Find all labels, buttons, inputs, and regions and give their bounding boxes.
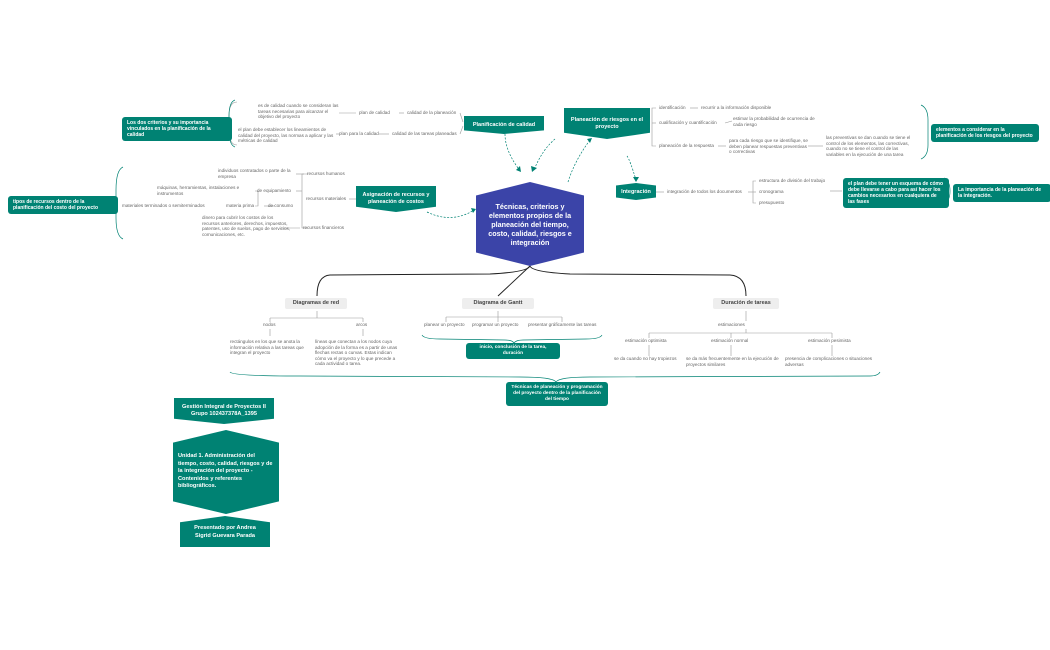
material-resources-label: recursos materiales [306,196,347,201]
risk-identification-description: recurrir a la información disponible [701,105,772,110]
integration-importance-tag-label: La importancia de la planeación de la in… [958,187,1042,199]
central-topic-label: Técnicas, criterios y elementos propios … [488,201,572,247]
central-topic[interactable]: Técnicas, criterios y elementos propios … [476,182,584,266]
risk-response-label: planeación de la respuesta [659,143,714,148]
quality-planning-label: Planificación de calidad [472,122,536,128]
risk-qualification-label: cualificación y cuantificación [659,120,717,125]
schedule-label: cronograma [759,189,784,194]
unit-info-label: Unidad 1. Administración del tiempo, cos… [178,453,273,490]
gantt-present-label: presentar gráficamente las tareas [528,322,597,327]
author-info-node[interactable]: Presentado por Andrea Sigrid Guevara Par… [180,516,270,547]
normal-estimate-description: se da más frecuentemente en la ejecución… [686,356,779,367]
resource-allocation-node[interactable]: Asignación de recursos y planeación de c… [356,186,436,212]
integration-importance-tag[interactable]: La importancia de la planeación de la in… [953,184,1050,202]
risk-planning-node[interactable]: Planeación de riesgos en el proyecto [564,108,650,139]
gantt-diagram-node[interactable]: Diagrama de Gantt [462,298,534,309]
task-duration-label: Duración de tareas [721,300,771,306]
pessimistic-estimate-description: presencia de complicaciones o situacione… [785,356,873,367]
consumption-label: de consumo [268,203,294,208]
task-duration-node[interactable]: Duración de tareas [713,298,779,309]
optimistic-estimate-label: estimación optimista [625,338,667,343]
finished-materials-description: materiales terminados o semiterminados [122,203,205,208]
estimates-label: estimaciones [718,322,745,327]
unit-info-node[interactable]: Unidad 1. Administración del tiempo, cos… [173,430,279,514]
gantt-diagram-label: Diagrama de Gantt [473,300,523,306]
integration-plan-note-label: el plan debe tener un esquema de cómo de… [848,181,944,205]
raw-material-label: materia prima [226,203,255,208]
quality-criteria-tag[interactable]: Los dos criterios y su importancia vincu… [122,117,232,141]
arcs-label: arcos [356,322,368,327]
integration-label: Integración [621,188,651,195]
risk-identification-label: identificación [659,105,686,110]
normal-estimate-label: estimación normal [711,338,749,343]
planning-quality-label: calidad de la planeación [407,110,457,115]
quality-criteria-tag-label: Los dos criterios y su importancia vincu… [127,120,211,138]
network-diagram-label: Diagramas de red [292,300,340,306]
network-diagram-node[interactable]: Diagramas de red [285,298,347,309]
course-info-node[interactable]: Gestión Integral de Proyectos II Grupo 1… [174,398,274,424]
course-info-label: Gestión Integral de Proyectos II Grupo 1… [182,403,266,418]
quality-plan-description: es de calidad cuando se consideran las t… [258,103,339,120]
author-info-label: Presentado por Andrea Sigrid Guevara Par… [194,525,256,539]
pessimistic-estimate-label: estimación pesimista [808,338,851,343]
plan-for-quality-description: el plan debe establecer los lineamientos… [238,127,334,144]
time-planning-techniques-tag-label: Técnicas de planeación y programación de… [511,385,603,402]
budget-label: presupuesto [759,200,785,205]
quality-planning-node[interactable]: Planificación de calidad [464,116,544,134]
gantt-task-info-tag-label: inicio, conclusión de la tarea, duración [479,345,547,356]
plan-for-quality-label: plan para la calidad [339,131,379,136]
equipment-label: de equipamiento [257,188,291,193]
nodes-description: rectángulos en los que se anota la infor… [230,339,304,356]
resource-types-tag-label: tipos de recursos dentro de la planifica… [13,199,99,211]
human-resources-description: individuos contratados o parte de la emp… [218,168,291,179]
risk-qualification-description: estimar la probabilidad de ocurrencia de… [733,116,815,127]
optimistic-estimate-description: se da cuando no hay tropiezos [614,356,677,361]
integration-node[interactable]: Integración [616,183,656,200]
quality-plan-label: plan de calidad [359,110,390,115]
arcs-description: líneas que conectan a los nodos cuya ado… [315,339,398,367]
financial-resources-label: recursos financieros [303,225,345,230]
nodes-label: nodos [263,322,276,327]
planned-tasks-quality-label: calidad de las tareas planeadas [392,131,457,136]
financial-resources-description: dinero para cubrir los costos de los rec… [202,215,291,237]
time-planning-techniques-tag[interactable]: Técnicas de planeación y programación de… [506,382,608,406]
gantt-schedule-label: programar un proyecto [472,322,519,327]
risk-response-description: para cada riesgo que se identifique, se … [729,138,808,155]
gantt-plan-label: planear un proyecto [424,322,465,327]
risk-response-detail: las preventivas se dan cuando se tiene e… [826,135,911,157]
gantt-task-info-tag[interactable]: inicio, conclusión de la tarea, duración [466,343,560,359]
risk-elements-tag[interactable]: elementos a considerar en la planificaci… [931,124,1039,142]
equipment-description: máquinas, herramientas, instalaciones e … [157,185,240,196]
risk-planning-label: Planeación de riesgos en el proyecto [570,116,644,130]
integration-plan-note[interactable]: el plan debe tener un esquema de cómo de… [843,178,949,208]
integration-documents-label: integración de todos los documentos [667,189,742,194]
human-resources-label: recursos humanos [307,171,345,176]
work-breakdown-label: estructura de división del trabajo [759,178,826,183]
resource-types-tag[interactable]: tipos de recursos dentro de la planifica… [8,196,118,214]
risk-elements-tag-label: elementos a considerar en la planificaci… [936,127,1033,139]
resource-allocation-label: Asignación de recursos y planeación de c… [362,192,430,205]
